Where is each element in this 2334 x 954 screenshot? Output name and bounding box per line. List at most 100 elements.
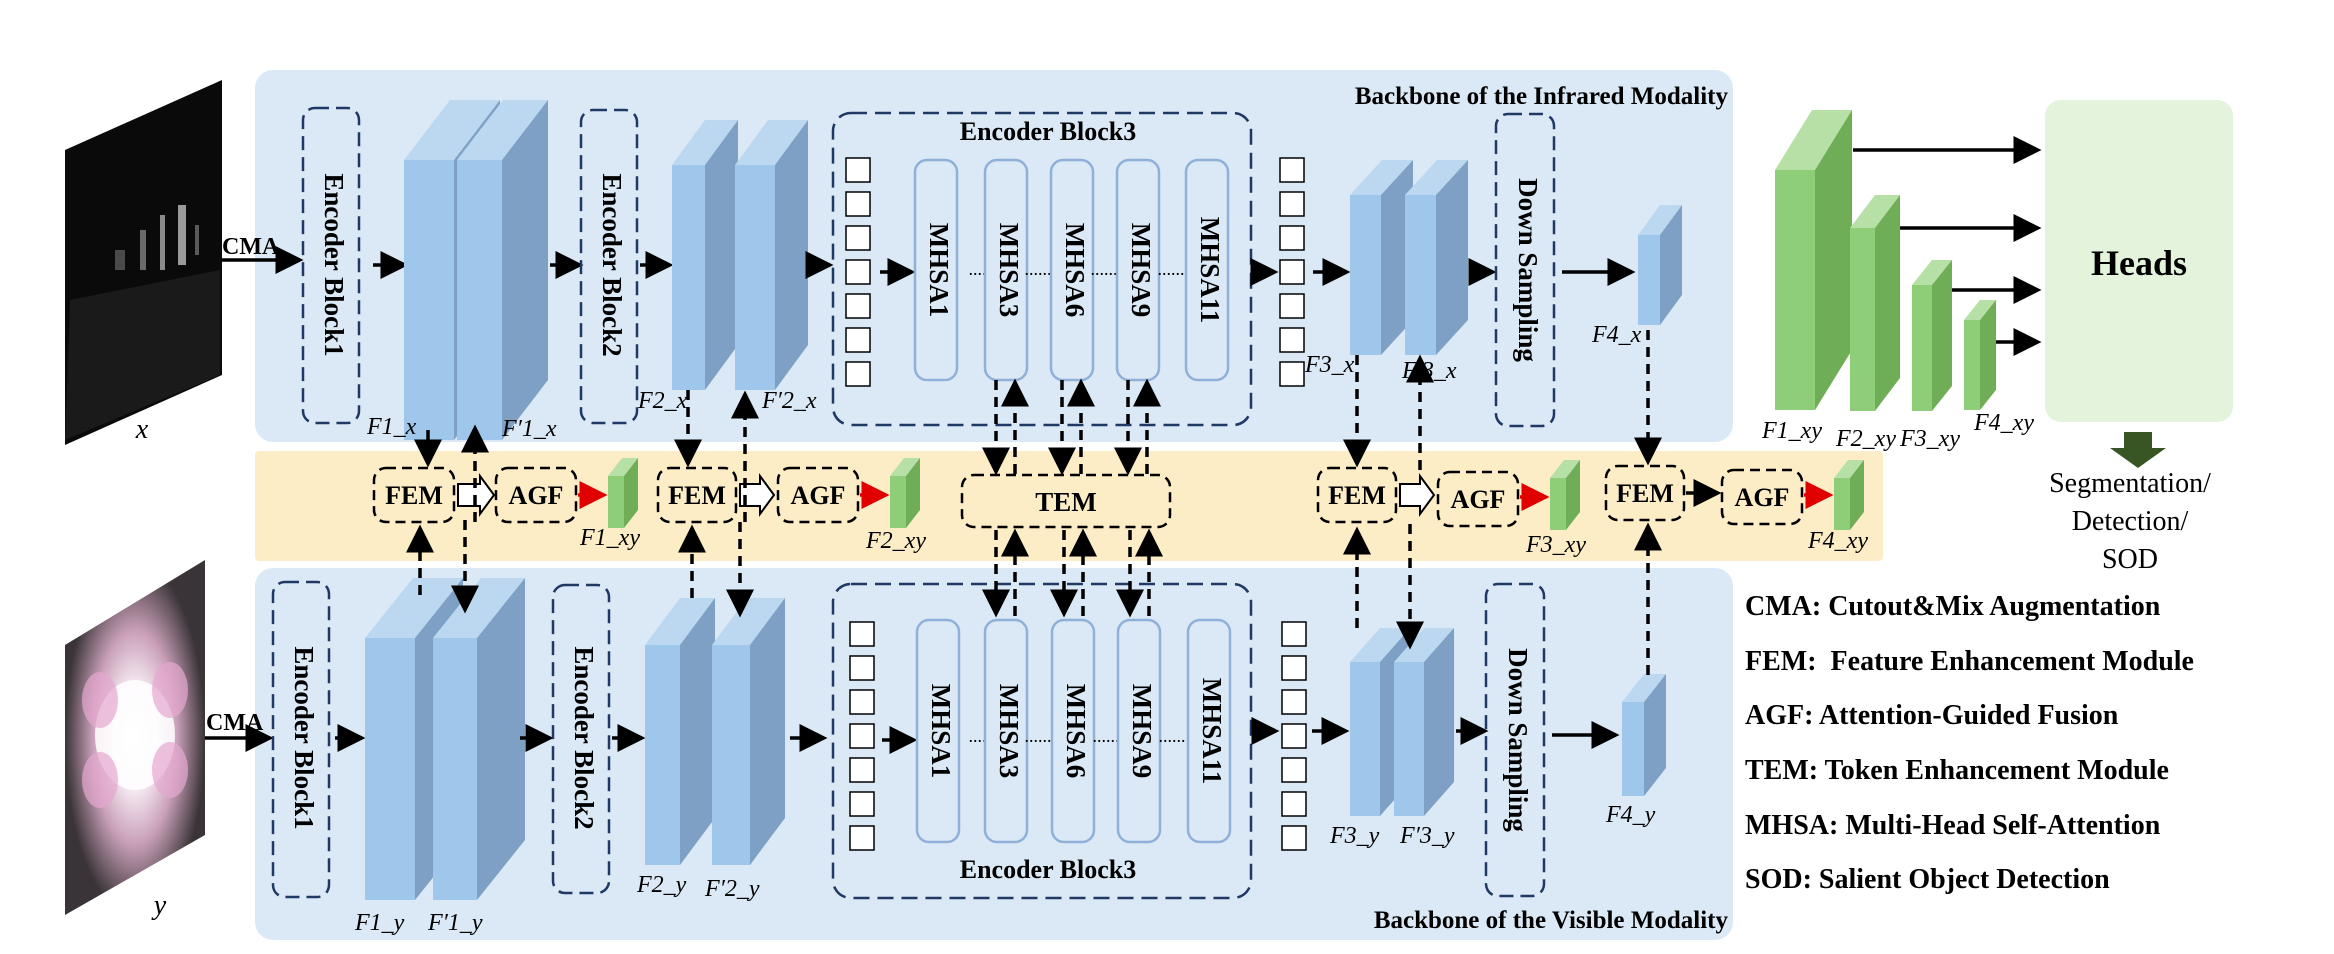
label-f1px: F′1_x (501, 416, 557, 442)
svg-text:......: ...... (1159, 726, 1186, 746)
svg-text:......: ...... (1025, 726, 1052, 746)
encoder-block3-infrared: Encoder Block3 (831, 111, 1253, 427)
feature-f1px (457, 100, 548, 440)
svg-text:Encoder Block2: Encoder Block2 (569, 646, 599, 829)
svg-text:Down Sampling: Down Sampling (1513, 178, 1543, 362)
fused-f1xy (608, 458, 638, 528)
agf-module-1: AGF (494, 466, 578, 524)
legend-item-agf: AGF: Attention-Guided Fusion (1745, 700, 2119, 731)
svg-text:MHSA1: MHSA1 (926, 684, 956, 779)
visible-input-image (65, 560, 205, 915)
mhsa9-visible: MHSA9 (1116, 618, 1162, 844)
token-squares-out-infrared (1279, 157, 1305, 387)
svg-text:AGF: AGF (791, 481, 846, 510)
legend-item-sod: SOD: Salient Object Detection (1745, 864, 2110, 895)
label-f3xy: F3_xy (1525, 532, 1586, 558)
svg-text:......: ...... (1025, 259, 1052, 279)
label-f3y: F3_y (1329, 823, 1380, 849)
token-squares-in-infrared (845, 157, 871, 387)
feature-f2py (712, 598, 785, 865)
svg-text:MHSA11: MHSA11 (1195, 217, 1225, 324)
heads-box: Heads (2045, 100, 2233, 422)
svg-text:Encoder Block3: Encoder Block3 (960, 117, 1136, 146)
svg-text:MHSA11: MHSA11 (1197, 678, 1227, 785)
feature-f2x (672, 120, 738, 390)
label-f1x: F1_x (366, 414, 417, 440)
agf-module-2: AGF (776, 466, 860, 524)
label-f1y: F1_y (354, 910, 405, 936)
fused-pyramid-f4xy (1964, 300, 1996, 410)
feature-f2px (735, 120, 808, 390)
feature-f3x (1350, 160, 1413, 355)
mhsa6-visible: MHSA6 (1050, 618, 1096, 844)
pyramid-label-f2xy: F2_xy (1835, 426, 1896, 452)
label-f4y: F4_y (1605, 802, 1656, 828)
svg-text:MHSA1: MHSA1 (924, 223, 954, 318)
output-line3: SOD (2102, 544, 2158, 575)
visible-backbone-title: Backbone of the Visible Modality (1374, 907, 1729, 934)
svg-text:Encoder Block1: Encoder Block1 (289, 646, 319, 829)
svg-text:MHSA9: MHSA9 (1126, 223, 1156, 318)
feature-f4y (1622, 674, 1666, 796)
output-line2: Detection/ (2072, 506, 2189, 537)
agf-module-3: AGF (1436, 470, 1520, 528)
cma-label-infrared: CMA (222, 234, 280, 260)
svg-text:FEM: FEM (385, 481, 443, 510)
fem-module-3: FEM (1316, 466, 1398, 524)
encoder-block2-infrared: Encoder Block2 (579, 108, 639, 425)
svg-text:......: ...... (1091, 259, 1118, 279)
fused-pyramid-f2xy (1850, 195, 1900, 411)
fem-module-1: FEM (372, 466, 456, 524)
label-f3py: F′3_y (1399, 823, 1455, 849)
svg-text:AGF: AGF (1451, 485, 1506, 514)
legend-item-fem: FEM: Feature Enhancement Module (1745, 646, 2194, 677)
svg-text:Down Sampling: Down Sampling (1503, 648, 1533, 832)
dashed-connections-bottom (406, 520, 1662, 675)
pyramid-to-heads-arrows (1853, 136, 2042, 356)
mhsa1-infrared: MHSA1 (913, 158, 959, 382)
fusion-band (255, 451, 1883, 561)
feature-f2y (645, 598, 715, 865)
tem-module: TEM (960, 473, 1172, 529)
feature-f3py (1394, 628, 1454, 816)
svg-text:FEM: FEM (1328, 481, 1386, 510)
label-f2x: F2_x (637, 388, 688, 414)
svg-text:AGF: AGF (509, 481, 564, 510)
svg-text:FEM: FEM (668, 481, 726, 510)
output-line1: Segmentation/ (2049, 468, 2211, 499)
mhsa9-infrared: MHSA9 (1115, 158, 1161, 382)
label-f1xy: F1_xy (579, 525, 640, 551)
feature-f3y (1350, 628, 1410, 816)
encoder-block1-infrared: Encoder Block1 (301, 106, 361, 425)
fused-f3xy (1550, 460, 1580, 530)
mhsa11-visible: MHSA11 (1186, 618, 1232, 844)
fem-module-2: FEM (656, 466, 738, 524)
label-f2y: F2_y (636, 872, 687, 898)
infrared-input-image (65, 80, 222, 445)
feature-f1py (433, 578, 525, 900)
down-sampling-visible: Down Sampling (1484, 582, 1546, 898)
svg-text:MHSA6: MHSA6 (1060, 223, 1090, 318)
output-arrow (2110, 432, 2166, 468)
svg-text:Encoder Block2: Encoder Block2 (597, 173, 627, 356)
cma-label-visible: CMA (206, 710, 264, 736)
fused-f4xy (1834, 460, 1864, 530)
fused-pyramid-f1xy (1775, 110, 1852, 410)
svg-text:Encoder Block1: Encoder Block1 (319, 173, 349, 356)
svg-text:MHSA9: MHSA9 (1127, 684, 1157, 779)
mhsa1-visible: MHSA1 (915, 618, 961, 844)
pyramid-label-f4xy: F4_xy (1973, 410, 2034, 436)
encoder-block2-visible: Encoder Block2 (551, 583, 611, 895)
legend-item-tem: TEM: Token Enhancement Module (1745, 755, 2169, 786)
token-squares-out-visible (1281, 621, 1307, 851)
mhsa3-visible: MHSA3 (983, 618, 1029, 844)
token-squares-in-visible (849, 621, 875, 851)
feature-f4x (1638, 205, 1682, 325)
svg-text:......: ...... (1093, 726, 1120, 746)
svg-text:MHSA6: MHSA6 (1061, 684, 1091, 779)
fused-f2xy (890, 458, 920, 528)
mhsa6-infrared: MHSA6 (1049, 158, 1095, 382)
infrared-backbone-title: Backbone of the Infrared Modality (1355, 83, 1729, 110)
label-f2xy: F2_xy (865, 528, 926, 554)
